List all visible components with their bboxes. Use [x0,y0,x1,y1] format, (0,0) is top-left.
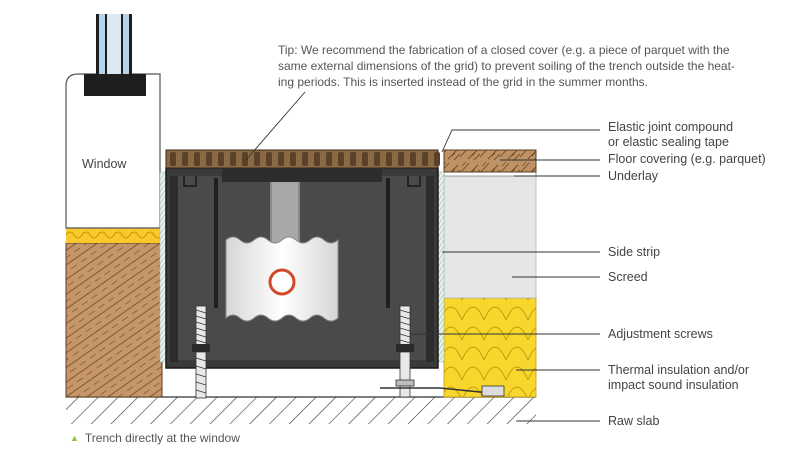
figure-caption: ▲ Trench directly at the window [70,431,240,445]
grid-bar [362,152,368,166]
grid-bar [266,152,272,166]
grid-bar [314,152,320,166]
grid-bar [242,152,248,166]
window-substructure [65,228,163,398]
label-elastic-joint-1: Elastic joint compound [608,120,733,134]
grid-bar [182,152,188,166]
triangle-icon: ▲ [70,433,79,443]
side-strip-right [437,171,445,363]
grid-bar [422,152,428,166]
label-raw-slab: Raw slab [608,414,659,428]
label-screed: Screed [608,270,648,284]
grid-bar [338,152,344,166]
label-adjustment-screws: Adjustment screws [608,327,713,341]
caption-text: Trench directly at the window [84,431,240,445]
label-thermal-2: impact sound insulation [608,378,739,392]
grid-bar [350,152,356,166]
grid-bar [254,152,260,166]
fixing-bracket [380,385,505,397]
window: Window [65,14,161,229]
grid-bar [302,152,308,166]
label-elastic-joint-2: or elastic sealing tape [608,135,729,149]
grid-bar [326,152,332,166]
grid-bar [230,152,236,166]
grid-bar [290,152,296,166]
grid-bar [278,152,284,166]
label-floor-covering: Floor covering (e.g. parquet) [608,152,766,166]
grid-bar [206,152,212,166]
grid-bar [194,152,200,166]
grid-bar [218,152,224,166]
grid-bar [386,152,392,166]
label-underlay: Underlay [608,169,659,183]
heat-exchanger [225,236,339,322]
grid-bar [410,152,416,166]
tip-line-3: ing periods. This is inserted instead of… [278,75,648,89]
grid-bar [374,152,380,166]
pipe-icon [268,268,296,296]
tip-line-2: same external dimensions of the grid) to… [278,59,735,73]
callouts [410,129,600,422]
grid-bar [434,152,440,166]
floor-layers [443,149,537,398]
grid-bar [398,152,404,166]
window-label: Window [82,157,127,171]
grid-bar [170,152,176,166]
raw-slab [66,396,536,424]
label-side-strip: Side strip [608,245,660,259]
side-strip-left [159,171,167,363]
label-thermal-1: Thermal insulation and/or [608,363,749,377]
tip-text: Tip: We recommend the fabrication of a c… [245,43,735,161]
tip-line-1: Tip: We recommend the fabrication of a c… [278,43,730,57]
adjustment-screw-right [395,305,415,398]
trench-grid [165,149,440,169]
adjustment-screw-left [192,305,210,399]
